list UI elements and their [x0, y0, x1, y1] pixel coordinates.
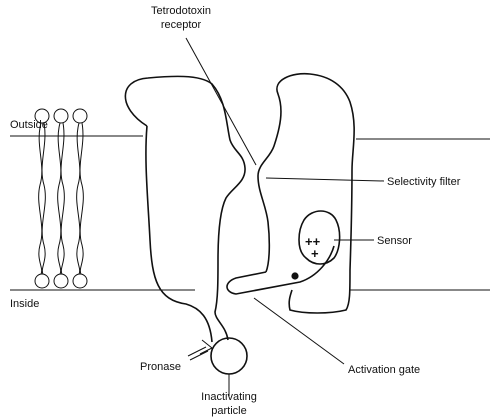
channel-protein-left-domain-outer-edge	[146, 126, 212, 342]
selectivity-filter-leader	[266, 178, 384, 181]
lipid-head	[54, 109, 68, 123]
sensor-charge-bottom: +	[311, 246, 319, 261]
tetrodotoxin-label-line1: Tetrodotoxin	[151, 5, 211, 17]
inactivating-label-line2: particle	[211, 405, 246, 417]
lipid-head	[73, 109, 87, 123]
lipid-tail	[61, 123, 64, 274]
pronase-label: Pronase	[140, 361, 181, 373]
channel-protein-left-domain	[125, 76, 245, 340]
sensor-label: Sensor	[377, 235, 412, 247]
lipid-head	[35, 274, 49, 288]
channel-protein-right-domain	[258, 74, 354, 313]
selectivity-filter-label: Selectivity filter	[387, 176, 461, 188]
lipid-tail	[39, 123, 42, 274]
lipid-head	[54, 274, 68, 288]
inactivating-particle	[211, 338, 247, 374]
outside-label: Outside	[10, 119, 48, 131]
lipid-tail	[80, 123, 83, 274]
inside-label: Inside	[10, 298, 39, 310]
lipid-tail	[77, 123, 80, 274]
tetrodotoxin-leader	[186, 38, 256, 165]
activation-gate-label: Activation gate	[348, 364, 420, 376]
inactivating-label-line1: Inactivating	[201, 391, 257, 403]
channel-protein-right-domain-inner-edge	[258, 176, 269, 272]
lipid-tail	[58, 123, 61, 274]
pronase-arrow	[188, 340, 212, 360]
tetrodotoxin-label-line2: receptor	[161, 19, 202, 31]
lipid-head	[73, 274, 87, 288]
lipid-tail	[42, 123, 45, 274]
sensor-anchor-dot	[291, 272, 298, 279]
activation-gate-leader	[254, 298, 344, 364]
